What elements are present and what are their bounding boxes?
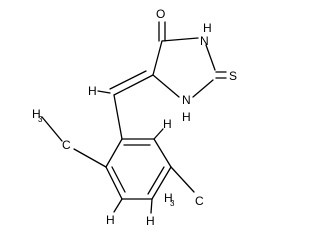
ring-h-bottom-label: H (146, 214, 155, 228)
bond-methyl-left (73, 148, 107, 168)
methyl-left-c-label: C (62, 138, 71, 152)
bond-n1-c5 (152, 74, 180, 98)
molecule-structure: O N H S N H H H H H H C 3 H C 3 (32, 7, 237, 228)
methyl-right-h-label: H (164, 191, 173, 205)
ring-h-lower-label: H (106, 213, 115, 227)
methyl-right-subscript: 3 (170, 199, 175, 208)
vinyl-h-label: H (88, 84, 97, 98)
methyl-left-subscript: 3 (38, 115, 43, 124)
ring-h-upper-label: H (163, 117, 172, 131)
bond-c5-c4 (152, 40, 163, 76)
bond-vinyl-h (97, 90, 111, 94)
nitrogen-bottom-label: N (182, 93, 191, 107)
bond-methyl-right (170, 166, 195, 193)
bond-ring-h-upper (153, 128, 164, 140)
imidazolidine-ring (152, 37, 216, 98)
bond-c4-n3 (161, 37, 199, 42)
oxygen-label: O (156, 7, 165, 21)
exocyclic-double-bond (109, 70, 154, 96)
thione-double-bond (215, 71, 227, 79)
bond-c2-n1 (192, 79, 214, 98)
structure-canvas: O N H S N H H H H H H C 3 H C 3 (32, 7, 237, 228)
bond-n3-c2 (205, 44, 216, 71)
bond-ring-h-lower (113, 198, 123, 213)
methyl-left-h-label: H (32, 107, 41, 121)
nitrogen-top-h-label: H (203, 21, 212, 35)
methyl-right-c-label: C (195, 194, 204, 208)
bond-ring-h-bottom (150, 198, 153, 214)
bond-methyl-left-h (41, 116, 63, 142)
sulfur-label: S (229, 69, 237, 83)
nitrogen-top-label: N (200, 34, 209, 48)
nitrogen-bottom-h-label: H (182, 110, 191, 124)
benzene-ring (105, 138, 172, 200)
bond-vinyl-aryl (113, 94, 123, 140)
carbonyl-double-bond (158, 21, 166, 42)
